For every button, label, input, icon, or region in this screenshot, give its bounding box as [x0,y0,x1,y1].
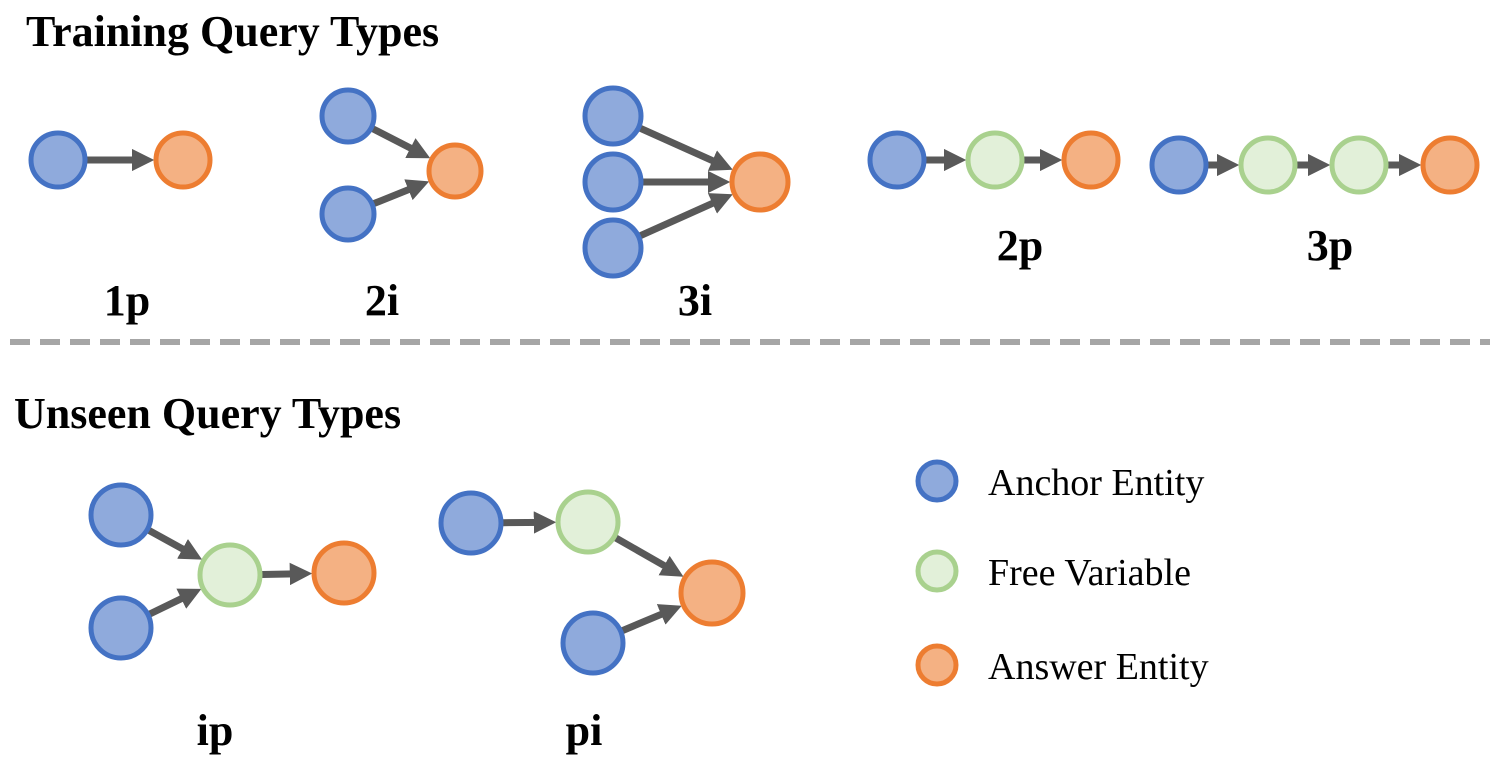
node-2p-a-anchor [867,130,927,190]
label-3i: 3i [678,276,712,325]
unseen-section-title: Unseen Query Types [14,389,401,438]
node-pi-a1-anchor [438,490,504,556]
node-3p-v2-free [1329,135,1389,195]
node-1p-a-anchor [28,130,88,190]
label-3p: 3p [1307,221,1353,270]
node-3i-a2-anchor [582,151,644,213]
node-2p-v-free [965,130,1025,190]
node-3p-t-answer [1420,135,1480,195]
legend-free-label: Free Variable [988,552,1191,594]
label-1p: 1p [104,276,150,325]
node-3i-t-answer [729,151,791,213]
node-pi-t-answer [678,559,746,627]
edge-3i-a1-to-3i-t [638,125,733,171]
label-2i: 2i [365,276,399,325]
node-3i-a1-anchor [582,85,644,147]
edge-pi-v-to-pi-t [614,534,684,577]
edge-2i-a2-to-2i-t [372,179,430,207]
node-ip-v-free [197,542,263,608]
legend-anchor-swatch [915,459,959,503]
node-ip-a1-anchor [88,482,154,548]
legend-answer-label: Answer Entity [988,646,1209,688]
training-section-title: Training Query Types [26,7,439,56]
label-pi: pi [566,706,603,755]
node-3p-a-anchor [1149,135,1209,195]
label-ip: ip [197,706,234,755]
edge-ip-a1-to-ip-v [147,527,203,560]
node-2i-t-answer [426,142,484,200]
node-1p-t-answer [153,130,213,190]
node-2i-a2-anchor [319,185,377,243]
edges-layer [87,125,1422,634]
legend-answer-swatch [915,643,959,687]
legend: Anchor Entity Free Variable Answer Entit… [915,459,1209,688]
edge-3i-a3-to-3i-t [638,193,733,239]
node-2i-a1-anchor [319,87,377,145]
node-2p-t-answer [1061,130,1121,190]
label-2p: 2p [997,221,1043,270]
node-ip-t-answer [311,540,377,606]
node-ip-a2-anchor [88,595,154,661]
node-pi-v-free [555,489,621,555]
edge-ip-a2-to-ip-v [148,588,202,618]
legend-free-swatch [915,549,959,593]
node-pi-a2-anchor [560,610,626,676]
legend-anchor-label: Anchor Entity [988,462,1204,504]
node-3i-a3-anchor [582,217,644,279]
node-3p-v1-free [1238,135,1298,195]
edge-2i-a1-to-2i-t [371,125,431,159]
nodes-layer [28,85,1480,676]
edge-pi-a2-to-pi-t [621,604,682,634]
edge-ip-v-to-ip-t [261,562,313,586]
